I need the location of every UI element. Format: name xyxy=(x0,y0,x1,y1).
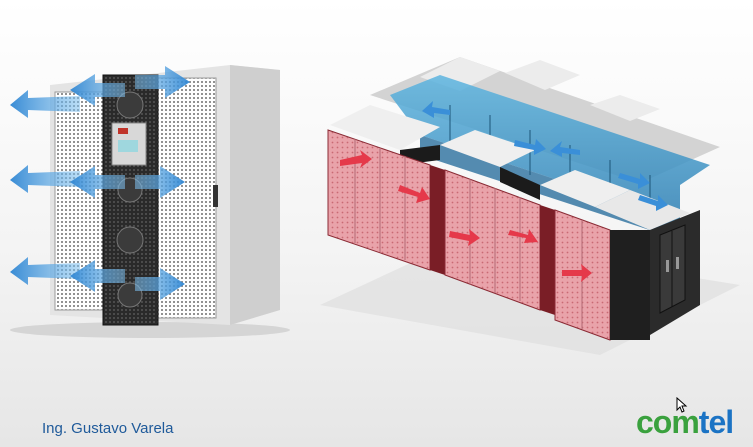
arrow-icon xyxy=(10,90,80,118)
arrow-icon xyxy=(10,165,80,193)
arrow-icon xyxy=(508,229,538,243)
arrow-icon xyxy=(398,185,430,203)
presenter-name: Ing. Gustavo Varela xyxy=(42,420,174,437)
hot-air-arrows xyxy=(340,150,592,282)
arrow-icon xyxy=(70,166,125,198)
arrow-icon xyxy=(70,260,125,292)
cold-air-arrows xyxy=(10,66,190,300)
arrow-icon xyxy=(550,141,580,157)
arrow-icon xyxy=(618,173,650,189)
arrow-icon xyxy=(340,150,372,168)
arrow-icon xyxy=(449,229,480,246)
arrow-icon xyxy=(10,257,80,285)
cold-air-arrows xyxy=(422,101,668,211)
company-logo: comtel xyxy=(636,404,734,441)
logo-part-com: com xyxy=(636,404,700,440)
arrow-icon xyxy=(135,166,185,198)
arrow-icon xyxy=(422,101,450,118)
logo-part-tel: tel xyxy=(698,404,734,440)
arrow-icon xyxy=(638,195,668,211)
arrow-icon xyxy=(514,139,546,155)
arrow-icon xyxy=(135,268,185,300)
mouse-pointer-icon xyxy=(676,397,688,413)
aisle-containment-illustration xyxy=(320,57,740,355)
arrow-icon xyxy=(135,66,190,98)
arrow-icon xyxy=(562,264,592,282)
rack-cooling-illustration xyxy=(10,65,290,338)
arrow-icon xyxy=(70,74,125,106)
